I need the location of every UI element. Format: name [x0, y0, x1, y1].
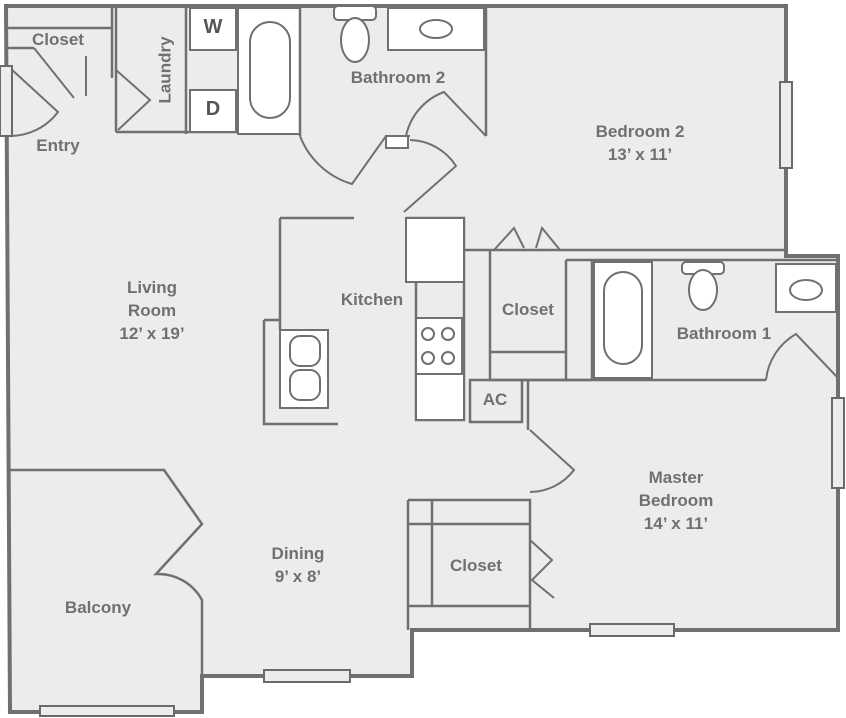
sink-basin-icon: [289, 335, 321, 367]
bathroom1-walls: [566, 258, 838, 382]
kitchen-cabinet: [405, 217, 465, 283]
master-closet-walls: [406, 498, 532, 630]
master-door: [529, 429, 576, 493]
burner-icon: [441, 327, 455, 341]
closet-mid-label: Closet: [502, 300, 554, 319]
laundry-label: Laundry: [155, 36, 175, 104]
bathtub-basin-icon: [603, 271, 643, 365]
master-closet-door: [529, 539, 555, 599]
ac-closet: [468, 378, 524, 424]
kitchen-label: Kitchen: [340, 290, 404, 309]
window: [263, 669, 351, 683]
ac-walls: [522, 378, 592, 430]
window: [831, 397, 845, 489]
stove-icon: [415, 317, 463, 375]
bedroom2-door: [403, 139, 458, 213]
sink-basin-icon: [289, 369, 321, 401]
entry-closet-walls: [6, 6, 114, 78]
toilet-bowl-icon: [688, 269, 718, 311]
kitchen-walls: [262, 216, 466, 426]
window: [0, 65, 13, 137]
entry-door: [9, 67, 60, 137]
closet-entry-label: Closet: [32, 30, 84, 49]
bathroom1-door: [765, 332, 839, 381]
bathroom2-label: Bathroom 2: [350, 68, 446, 87]
window: [779, 81, 793, 169]
bathroom2-walls: [298, 6, 488, 136]
burner-icon: [421, 327, 435, 341]
entry-label: Entry: [36, 136, 80, 155]
burner-icon: [421, 351, 435, 365]
laundry-door: [115, 69, 152, 131]
bathtub-basin-icon: [249, 21, 291, 119]
dryer-label: D: [205, 98, 221, 120]
washer-label: W: [203, 16, 223, 38]
sink-basin-icon: [789, 279, 823, 301]
closet-bifold-door: [493, 225, 561, 251]
dryer-icon: [189, 89, 237, 133]
bathroom1-label: Bathroom 1: [676, 324, 772, 343]
closet-master-label: Closet: [450, 556, 502, 575]
door-jamb: [385, 135, 409, 149]
balcony-walls: [10, 468, 204, 676]
bathroom2-door: [299, 90, 487, 186]
counter-icon: [415, 373, 465, 421]
window: [589, 623, 675, 637]
washer-icon: [189, 7, 237, 51]
ac-label: AC: [482, 390, 508, 409]
entry-closet-door: [33, 47, 87, 99]
window: [39, 705, 175, 717]
burner-icon: [441, 351, 455, 365]
balcony-label: Balcony: [64, 598, 132, 617]
toilet-bowl-icon: [340, 17, 370, 63]
sink-basin-icon: [419, 19, 453, 39]
